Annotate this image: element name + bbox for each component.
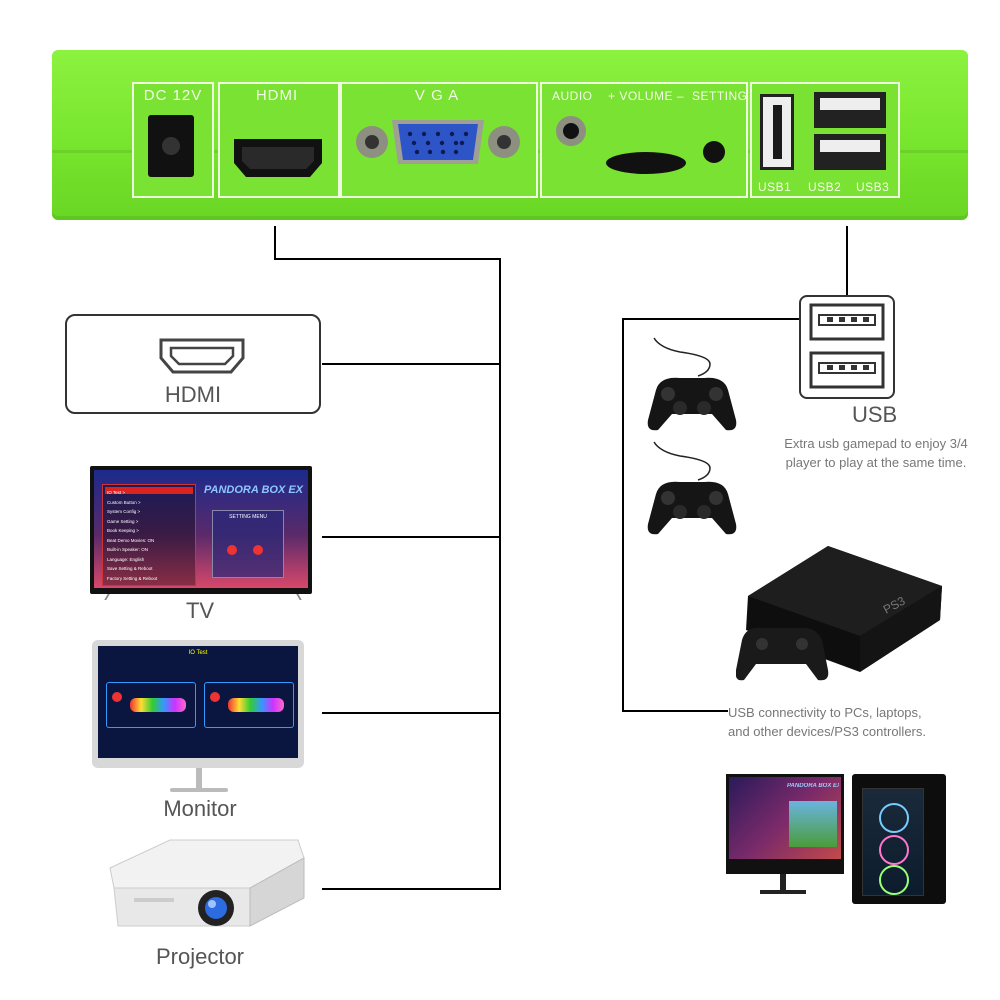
connector-line: [322, 536, 501, 538]
projector-label: Projector: [155, 944, 245, 969]
projector-image: [109, 839, 305, 927]
connector-line: [622, 318, 624, 712]
hdmi-output-card: HDMI: [65, 314, 321, 414]
tv-menu-item: Book Keeping >: [107, 528, 139, 533]
tv-menu-item: System Config >: [107, 509, 141, 514]
audio-label: AUDIO: [552, 89, 593, 103]
gamepad-note: Extra usb gamepad to enjoy 3/4 player to…: [758, 434, 994, 472]
usb3-port: [814, 134, 886, 170]
connectivity-note: USB connectivity to PCs, laptops, and ot…: [728, 703, 1000, 741]
gamepad-note-line1: Extra usb gamepad to enjoy 3/4: [784, 436, 968, 451]
tv-menu-item: Custom Button >: [107, 499, 141, 505]
hdmi-icon: [159, 338, 245, 374]
connector-line: [274, 258, 501, 260]
dc-port-label: DC 12V: [143, 87, 203, 104]
usb-card: [799, 295, 895, 399]
vga-port-label: V G A: [414, 87, 460, 104]
volume-label: + VOLUME –: [608, 89, 685, 103]
connectivity-note-line1: USB connectivity to PCs, laptops,: [728, 705, 922, 720]
tv-menu-item: Factory Setting & Reboot: [107, 575, 158, 581]
connector-line: [322, 888, 501, 890]
tv-setting-menu-title: SETTING MENU: [229, 514, 267, 520]
tv-menu-list: IO Test > Custom Button > System Config > G…: [107, 488, 193, 583]
usb-port-icon: [809, 303, 885, 341]
pc-monitor-stand: [780, 874, 786, 892]
volume-wheel: [606, 152, 686, 174]
usb2-port: [814, 92, 886, 128]
vga-port: [356, 120, 520, 164]
tv-brand-logo: PANDORA BOX EX: [204, 484, 304, 496]
pc-brand-logo: PANDORA BOX EX: [787, 783, 839, 789]
connector-line: [846, 226, 848, 296]
setting-button: [703, 141, 725, 163]
tv-menu-item: IO Test >: [107, 490, 126, 495]
setting-label: SETTING: [692, 89, 748, 103]
pc-tower-image: [852, 774, 946, 904]
connector-line: [322, 363, 501, 365]
connectivity-note-line2: and other devices/PS3 controllers.: [728, 724, 926, 739]
ps3-console-image: PS3: [736, 546, 942, 681]
tv-menu-item: Game Setting >: [107, 518, 139, 524]
usb3-label: USB3: [856, 180, 890, 194]
usb-gamepad-image: [647, 441, 737, 535]
monitor-title: IO Test: [188, 650, 208, 656]
tv-label: TV: [185, 598, 215, 623]
tv-menu-item: Save Setting & Reboot: [107, 566, 153, 571]
pc-monitor-image: PANDORA BOX EX: [726, 774, 844, 874]
usb-section-label: USB: [852, 402, 898, 427]
monitor-image: IO Test: [92, 640, 304, 768]
audio-jack: [556, 116, 586, 146]
tv-image: IO Test > Custom Button > System Config > G…: [90, 466, 312, 594]
connector-line: [622, 710, 728, 712]
connector-line: [622, 318, 800, 320]
connector-line: [274, 226, 276, 260]
dc-jack: [148, 115, 194, 177]
hdmi-output-label: HDMI: [164, 382, 222, 407]
hdmi-port-label: HDMI: [255, 87, 299, 104]
monitor-label: Monitor: [163, 796, 237, 821]
tv-menu-item: Language: English: [107, 556, 145, 562]
monitor-stand: [196, 768, 202, 790]
monitor-base: [170, 788, 228, 792]
hdmi-port: [234, 139, 322, 177]
gamepad-note-line2: player to play at the same time.: [785, 455, 967, 470]
tv-menu-item: Beat Demo Movies: ON: [107, 537, 155, 543]
usb-port-icon: [809, 351, 885, 389]
usb1-label: USB1: [758, 180, 792, 194]
usb1-port: [760, 94, 794, 170]
connector-line: [499, 258, 501, 890]
usb2-label: USB2: [808, 180, 842, 194]
pc-monitor-base: [760, 890, 806, 894]
usb-gamepad-image: [647, 337, 737, 431]
connector-line: [322, 712, 501, 714]
tv-menu-item: Built-in Speaker: ON: [107, 547, 149, 552]
